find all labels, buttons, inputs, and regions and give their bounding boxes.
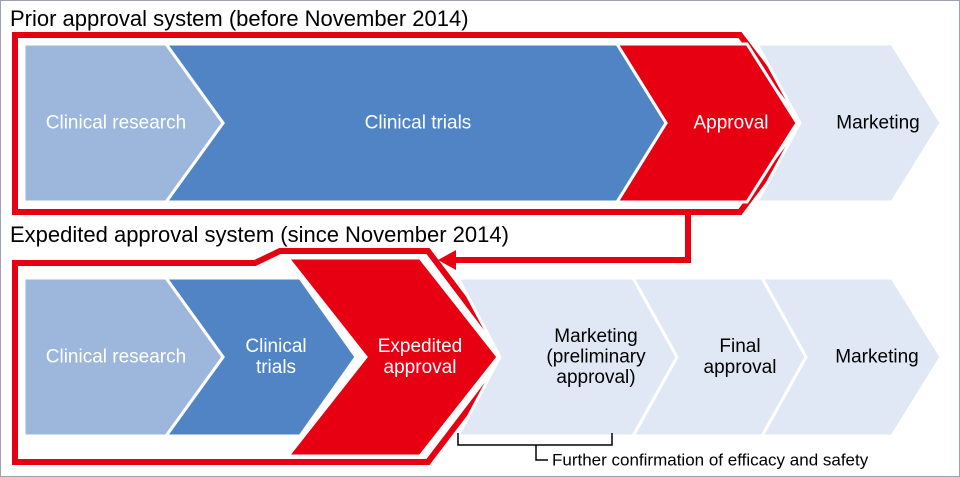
expedited-label-expedited-approval-line-1: Expedited (378, 336, 463, 357)
expedited-label-marketing-preliminary-line-2: (preliminary (546, 347, 646, 368)
expedited-label-clinical-trials-line-1: Clinical (245, 336, 306, 357)
prior-label-approval-line-1: Approval (694, 113, 769, 134)
transition-arrowhead-icon (438, 250, 456, 270)
expedited-label-marketing-preliminary-line-1: Marketing (554, 326, 637, 347)
expedited-red-outline (12, 248, 512, 465)
expedited-label-clinical-trials-line-2: trials (256, 357, 296, 378)
prior-system-title: Prior approval system (before November 2… (10, 6, 469, 31)
expedited-label-marketing-preliminary-line-3: approval) (556, 367, 635, 388)
prior-label-marketing-line-1: Marketing (836, 113, 919, 134)
prior-label-clinical-research-line-1: Clinical research (46, 113, 186, 134)
transition-connector-line (452, 213, 691, 263)
prior-label-clinical-trials-line-1: Clinical trials (365, 113, 472, 134)
expedited-step-expedited-approval (284, 256, 500, 458)
expedited-step-marketing-preliminary (455, 276, 679, 438)
prior-step-clinical-research (22, 42, 225, 204)
bracket-leader-line (535, 445, 548, 461)
expedited-label-final-approval-line-2: approval (704, 357, 777, 378)
prior-step-marketing (754, 42, 943, 204)
expedited-label-final-approval-line-1: Final (719, 336, 760, 357)
expedited-label-expedited-approval-line-2: approval (384, 357, 457, 378)
expedited-step-clinical-research (22, 276, 225, 438)
preliminary-bracket (457, 433, 613, 446)
bracket-note: Further confirmation of efficacy and saf… (552, 451, 869, 470)
expedited-label-marketing-line-1: Marketing (835, 347, 918, 368)
expedited-label-clinical-research-line-1: Clinical research (46, 347, 186, 368)
prior-red-outline (12, 32, 811, 215)
expedited-system-title: Expedited approval system (since Novembe… (10, 222, 509, 247)
